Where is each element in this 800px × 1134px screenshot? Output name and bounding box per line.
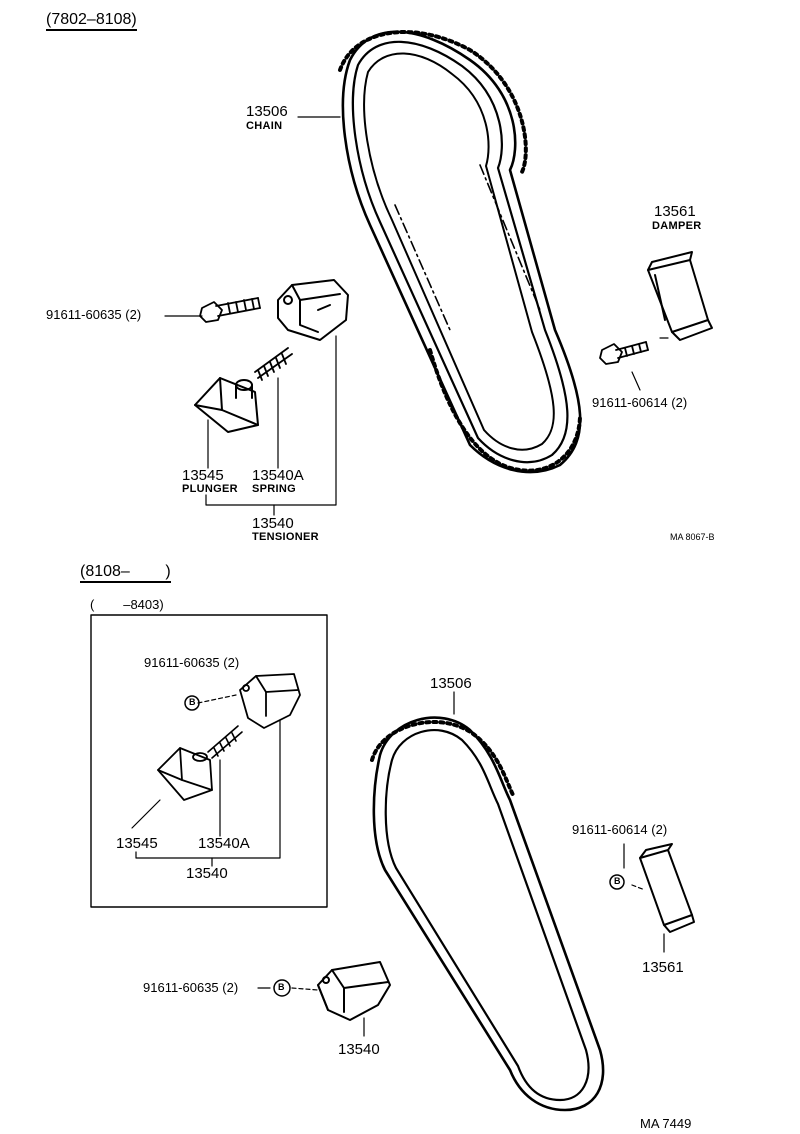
top-spring-drawing <box>254 347 293 381</box>
top-plunger-part-number: 13545 <box>182 467 224 484</box>
bottom-damper-bolt-marker <box>609 874 625 890</box>
top-tensioner-bolt-drawing <box>199 297 261 323</box>
inset-plunger-part-number: 13545 <box>116 835 158 852</box>
top-reference-code: MA 8067-B <box>670 532 715 542</box>
top-tensioner-body-drawing <box>277 279 349 341</box>
bottom-damper-bolt-marker-letter: B <box>614 876 621 886</box>
top-chain-drawing <box>338 30 582 474</box>
top-range-header: (7802–8108) <box>46 12 137 31</box>
bottom-tensioner-bolt-part-number: 91611-60635 (2) <box>143 980 239 995</box>
bottom-damper-part-number: 13561 <box>642 959 684 976</box>
top-plunger-drawing <box>194 377 259 433</box>
inset-range-header: ( –8403) <box>90 597 164 612</box>
top-chain-part-number: 13506 <box>246 103 288 120</box>
bottom-damper-bolt-part-number: 91611-60614 (2) <box>572 822 668 837</box>
bottom-chain-part-number: 13506 <box>430 675 472 692</box>
inset-plunger-drawing <box>157 747 213 801</box>
top-chain-label: CHAIN <box>246 120 283 132</box>
bottom-reference-code: MA 7449 <box>640 1116 692 1131</box>
bottom-tensioner-bolt-marker-letter: B <box>278 982 285 992</box>
bottom-tensioner-drawing <box>317 961 391 1021</box>
top-tensioner-part-number: 13540 <box>252 515 294 532</box>
bottom-range-header: (8108– ) <box>80 564 171 583</box>
top-tensioner-label: TENSIONER <box>252 531 319 543</box>
top-damper-bolt-part-number: 91611-60614 (2) <box>592 395 688 410</box>
inset-tensioner-part-number: 13540 <box>186 865 228 882</box>
inset-bolt-marker-letter: B <box>189 697 196 707</box>
inset-spring-drawing <box>207 725 243 759</box>
bottom-tensioner-part-number: 13540 <box>338 1041 380 1058</box>
bottom-chain-drawing <box>370 716 605 1112</box>
top-damper-part-number: 13561 <box>654 203 696 220</box>
inset-box <box>90 614 328 908</box>
top-spring-label: SPRING <box>252 483 296 495</box>
top-spring-part-number: 13540A <box>252 467 304 484</box>
inset-bolt-part-number: 91611-60635 (2) <box>144 655 240 670</box>
inset-bolt-marker <box>184 695 200 711</box>
bottom-tensioner-bolt-marker <box>273 979 291 997</box>
top-plunger-label: PLUNGER <box>182 483 238 495</box>
top-tensioner-bolt-part-number: 91611-60635 (2) <box>46 307 142 322</box>
top-damper-label: DAMPER <box>652 220 702 232</box>
bottom-damper-drawing <box>639 843 695 933</box>
inset-tensioner-drawing <box>239 673 301 729</box>
top-damper-drawing <box>647 251 713 341</box>
inset-spring-part-number: 13540A <box>198 835 250 852</box>
top-damper-bolt-drawing <box>599 341 649 365</box>
